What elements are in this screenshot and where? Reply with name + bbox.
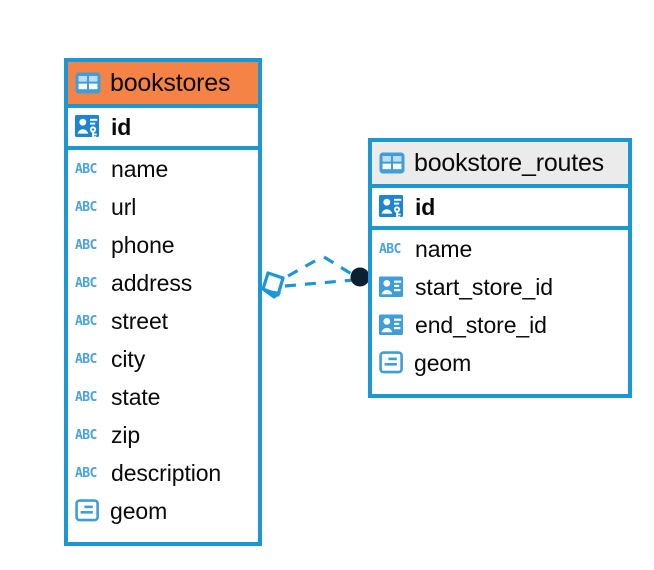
diamond-crowsfoot-marker bbox=[261, 271, 285, 299]
text-abc-icon: ABC bbox=[75, 275, 97, 291]
text-abc-icon: ABC bbox=[75, 351, 97, 367]
relationship-line-upper-right bbox=[323, 255, 356, 278]
field-name: id bbox=[111, 113, 132, 140]
field-row-start-store-id[interactable]: start_store_id bbox=[372, 268, 628, 306]
text-abc-icon: ABC bbox=[75, 313, 97, 329]
field-name: street bbox=[111, 307, 168, 334]
field-name: start_store_id bbox=[415, 273, 553, 300]
primary-key-icon bbox=[379, 194, 406, 220]
field-row-name[interactable]: ABC name bbox=[68, 150, 258, 188]
field-row-city[interactable]: ABC city bbox=[68, 340, 258, 378]
field-row-end-store-id[interactable]: end_store_id bbox=[372, 306, 628, 344]
geometry-icon bbox=[379, 351, 405, 375]
entity-fields-bookstore-routes: id ABC name start_store_id bbox=[372, 188, 628, 382]
text-abc-icon: ABC bbox=[75, 465, 97, 481]
field-row-name[interactable]: ABC name bbox=[372, 230, 628, 268]
entity-title: bookstore_routes bbox=[414, 148, 604, 177]
text-abc-icon: ABC bbox=[75, 389, 97, 405]
foreign-key-icon bbox=[379, 275, 406, 299]
entity-fields-bookstores: id ABC name ABC url ABC phone ABC addres… bbox=[68, 108, 258, 530]
field-row-url[interactable]: ABC url bbox=[68, 188, 258, 226]
field-name: geom bbox=[110, 497, 168, 524]
field-name: id bbox=[415, 193, 436, 220]
field-name: zip bbox=[111, 421, 141, 448]
field-name: url bbox=[111, 193, 137, 220]
field-row-address[interactable]: ABC address bbox=[68, 264, 258, 302]
entity-header-bookstore-routes[interactable]: bookstore_routes bbox=[372, 142, 628, 188]
entity-bookstore-routes[interactable]: bookstore_routes bbox=[368, 138, 632, 398]
entity-bookstores[interactable]: bookstores bbox=[64, 58, 262, 546]
table-icon bbox=[379, 152, 405, 174]
foreign-key-icon bbox=[379, 313, 406, 337]
field-name: state bbox=[111, 383, 161, 410]
field-name: name bbox=[415, 235, 473, 262]
text-abc-icon: ABC bbox=[75, 161, 97, 177]
field-row-street[interactable]: ABC street bbox=[68, 302, 258, 340]
field-row-geom[interactable]: geom bbox=[372, 344, 628, 382]
field-row-id[interactable]: id bbox=[68, 108, 258, 150]
field-name: city bbox=[111, 345, 146, 372]
field-name: address bbox=[111, 269, 193, 296]
field-row-zip[interactable]: ABC zip bbox=[68, 416, 258, 454]
field-name: end_store_id bbox=[415, 311, 547, 338]
primary-key-icon bbox=[75, 114, 102, 140]
entity-title: bookstores bbox=[110, 68, 231, 97]
field-name: geom bbox=[414, 349, 472, 376]
text-abc-icon: ABC bbox=[75, 427, 97, 443]
field-row-id[interactable]: id bbox=[372, 188, 628, 230]
field-row-state[interactable]: ABC state bbox=[68, 378, 258, 416]
entity-header-bookstores[interactable]: bookstores bbox=[68, 62, 258, 108]
field-row-phone[interactable]: ABC phone bbox=[68, 226, 258, 264]
table-icon bbox=[75, 72, 101, 94]
text-abc-icon: ABC bbox=[75, 237, 97, 253]
field-name: phone bbox=[111, 231, 175, 258]
geometry-icon bbox=[75, 499, 101, 523]
text-abc-icon: ABC bbox=[379, 241, 401, 257]
text-abc-icon: ABC bbox=[75, 199, 97, 215]
filled-circle-marker bbox=[350, 267, 370, 287]
relationship-line-upper-left bbox=[287, 255, 323, 278]
field-row-description[interactable]: ABC description bbox=[68, 454, 258, 492]
field-name: description bbox=[111, 459, 222, 486]
relationship-line-middle bbox=[284, 278, 355, 288]
field-name: name bbox=[111, 155, 169, 182]
field-row-geom[interactable]: geom bbox=[68, 492, 258, 530]
